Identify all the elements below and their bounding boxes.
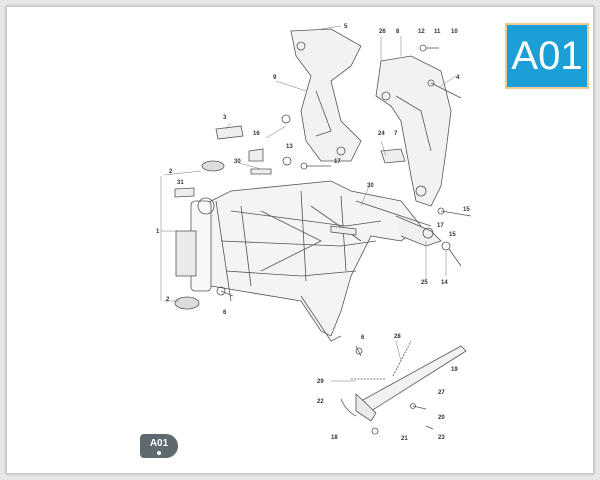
page-tag-dot <box>157 451 161 455</box>
diagram-frame: 1 2 2 3 4 5 6 6 7 8 9 10 11 12 13 14 15 … <box>6 6 594 474</box>
callout-30: 30 <box>367 183 374 189</box>
bearing-rings <box>174 160 225 310</box>
callout-26: 26 <box>379 29 386 35</box>
callout-2: 2 <box>169 169 173 175</box>
frame-assembly <box>175 180 442 342</box>
callout-31: 31 <box>177 180 184 186</box>
side-stand <box>340 340 467 435</box>
callout-17: 17 <box>334 159 341 165</box>
callout-9: 9 <box>273 75 277 81</box>
callout-12: 12 <box>418 29 425 35</box>
callout-17: 17 <box>437 223 444 229</box>
callout-6: 6 <box>223 310 227 316</box>
callout-13: 13 <box>286 144 293 150</box>
callout-23: 23 <box>438 435 445 441</box>
callout-7: 7 <box>394 131 398 137</box>
callout-10: 10 <box>451 29 458 35</box>
callout-29: 29 <box>317 379 324 385</box>
callout-16: 16 <box>253 131 260 137</box>
callout-15: 15 <box>463 207 470 213</box>
leader-lines <box>160 25 457 382</box>
callout-22: 22 <box>317 399 324 405</box>
page-tag[interactable]: A01 <box>140 434 178 458</box>
callout-30: 30 <box>234 159 241 165</box>
callout-8: 8 <box>396 29 400 35</box>
callout-25: 25 <box>421 280 428 286</box>
callout-11: 11 <box>434 29 441 35</box>
small-brackets <box>174 125 406 236</box>
callout-19: 19 <box>451 367 458 373</box>
callout-20: 20 <box>438 415 445 421</box>
callout-3: 3 <box>223 115 227 121</box>
exploded-frame-diagram: 1 2 2 3 4 5 6 6 7 8 9 10 11 12 13 14 15 … <box>156 24 472 442</box>
callout-2: 2 <box>166 297 170 303</box>
right-side-plate <box>375 55 452 207</box>
callout-24: 24 <box>378 131 385 137</box>
callout-6: 6 <box>361 335 365 341</box>
callout-14: 14 <box>441 280 448 286</box>
callout-21: 21 <box>401 436 408 442</box>
page-tag-label: A01 <box>149 438 169 449</box>
fasteners <box>216 44 472 430</box>
left-side-plate <box>290 28 362 162</box>
callout-4: 4 <box>456 75 460 81</box>
callout-18: 18 <box>331 435 338 441</box>
section-code-badge: A01 <box>505 23 589 89</box>
callout-5: 5 <box>344 24 348 30</box>
callout-27: 27 <box>438 390 445 396</box>
callout-1: 1 <box>156 229 160 235</box>
callout-15: 15 <box>449 232 456 238</box>
callout-labels: 1 2 2 3 4 5 6 6 7 8 9 10 11 12 13 14 15 … <box>156 24 470 442</box>
callout-28: 28 <box>394 334 401 340</box>
